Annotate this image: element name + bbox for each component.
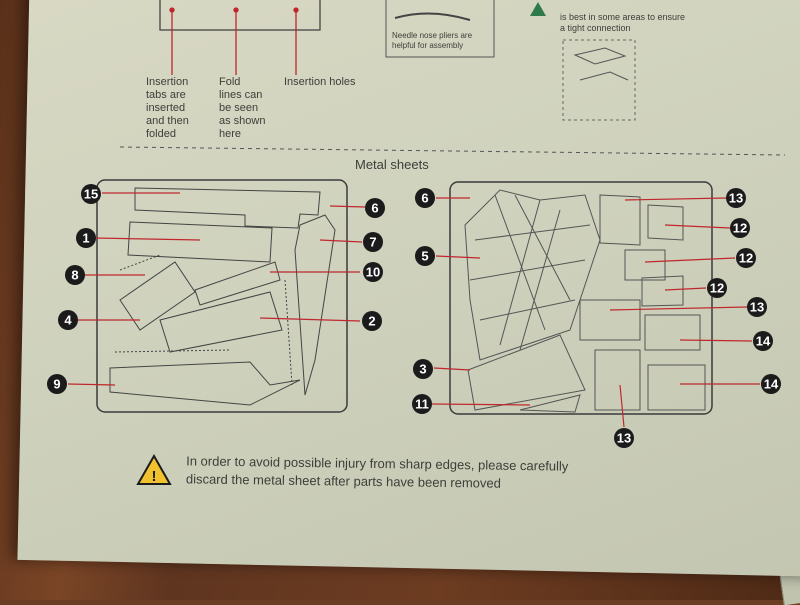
top-part-outline	[159, 0, 321, 31]
svg-text:!: !	[152, 468, 157, 485]
insertion-holes-note: Insertion holes	[284, 76, 356, 88]
svg-text:13: 13	[729, 191, 743, 206]
part-badge-6-left: 6	[365, 198, 385, 218]
svg-text:13: 13	[617, 431, 631, 446]
svg-text:6: 6	[421, 191, 428, 206]
part-badge-14-b: 14	[761, 374, 781, 394]
part-badge-13-top: 13	[726, 188, 746, 208]
svg-text:12: 12	[733, 221, 747, 236]
warning-triangle-icon: !	[136, 453, 172, 485]
connection-box	[562, 39, 636, 121]
part-badge-2: 2	[362, 311, 382, 331]
tight-connection-note: is best in some areas to ensure a tight …	[560, 12, 686, 33]
part-badge-9: 9	[47, 374, 67, 394]
part-badge-12-b: 12	[736, 248, 756, 268]
svg-text:14: 14	[756, 334, 771, 349]
part-number-badges: 15 1 8 4 9 6 7 10 2 6 5 3 11 13 12 12 12…	[47, 184, 781, 448]
svg-text:4: 4	[64, 313, 72, 328]
part-badge-12-c: 12	[707, 278, 727, 298]
part-badge-8: 8	[65, 265, 85, 285]
needle-nose-note: Needle nose pliers are helpful for assem…	[392, 31, 473, 50]
part-badge-14-a: 14	[753, 331, 773, 351]
fold-lines-note: Fold lines can be seen as shown here	[219, 76, 266, 140]
svg-text:14: 14	[764, 377, 779, 392]
svg-text:2: 2	[368, 314, 375, 329]
svg-text:15: 15	[84, 187, 98, 202]
insertion-tabs-note: Insertion tabs are inserted and then fol…	[146, 76, 189, 140]
right-metal-sheet	[449, 181, 713, 415]
part-badge-11: 11	[412, 394, 432, 414]
part-badge-7: 7	[363, 232, 383, 252]
svg-text:11: 11	[415, 397, 429, 412]
svg-text:6: 6	[371, 201, 378, 216]
sheet-leader-lines	[67, 192, 760, 428]
part-badge-5: 5	[415, 246, 435, 266]
left-sheet-parts	[109, 187, 336, 406]
part-badge-6-right: 6	[415, 188, 435, 208]
section-divider	[119, 146, 786, 156]
svg-text:5: 5	[421, 249, 428, 264]
part-badge-4: 4	[58, 310, 78, 330]
svg-text:9: 9	[53, 377, 60, 392]
top-leader-lines	[169, 7, 299, 75]
svg-text:12: 12	[710, 281, 724, 296]
svg-text:1: 1	[82, 231, 89, 246]
part-badge-12-a: 12	[730, 218, 750, 238]
connection-sketch	[573, 47, 629, 81]
svg-text:10: 10	[366, 265, 380, 280]
part-badge-15: 15	[81, 184, 101, 204]
left-metal-sheet	[96, 179, 348, 413]
part-badge-3: 3	[413, 359, 433, 379]
part-badge-10: 10	[363, 262, 383, 282]
tip-icon	[530, 2, 546, 16]
pliers-sketch	[394, 12, 471, 21]
section-title: Metal sheets	[355, 157, 429, 172]
svg-text:13: 13	[750, 300, 764, 315]
svg-text:12: 12	[739, 251, 753, 266]
warning-text: In order to avoid possible injury from s…	[185, 453, 569, 491]
right-sheet-parts	[464, 189, 706, 413]
part-badge-13-mid: 13	[747, 297, 767, 317]
part-badge-13-bottom: 13	[614, 428, 634, 448]
svg-text:7: 7	[369, 235, 376, 250]
part-badge-1: 1	[76, 228, 96, 248]
svg-text:8: 8	[71, 268, 78, 283]
needle-nose-box	[385, 0, 495, 58]
svg-text:3: 3	[419, 362, 426, 377]
